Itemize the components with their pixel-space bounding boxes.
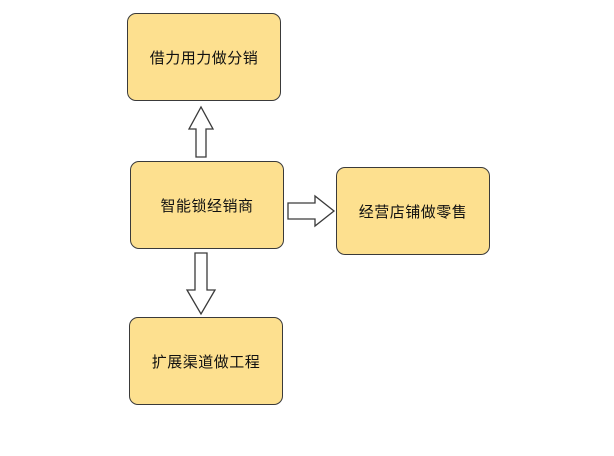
- node-retail-store: 经营店铺做零售: [336, 167, 490, 255]
- node-distribution: 借力用力做分销: [127, 13, 281, 101]
- node-smart-lock-dealer-label: 智能锁经销商: [160, 196, 254, 215]
- node-engineering-channel-label: 扩展渠道做工程: [151, 352, 261, 371]
- node-engineering-channel: 扩展渠道做工程: [129, 317, 283, 405]
- arrow-up-icon: [187, 105, 215, 158]
- node-retail-store-label: 经营店铺做零售: [358, 202, 468, 221]
- node-smart-lock-dealer: 智能锁经销商: [130, 161, 284, 249]
- node-distribution-label: 借力用力做分销: [149, 48, 259, 67]
- arrow-right-icon: [287, 194, 336, 228]
- arrow-down-icon: [185, 252, 217, 316]
